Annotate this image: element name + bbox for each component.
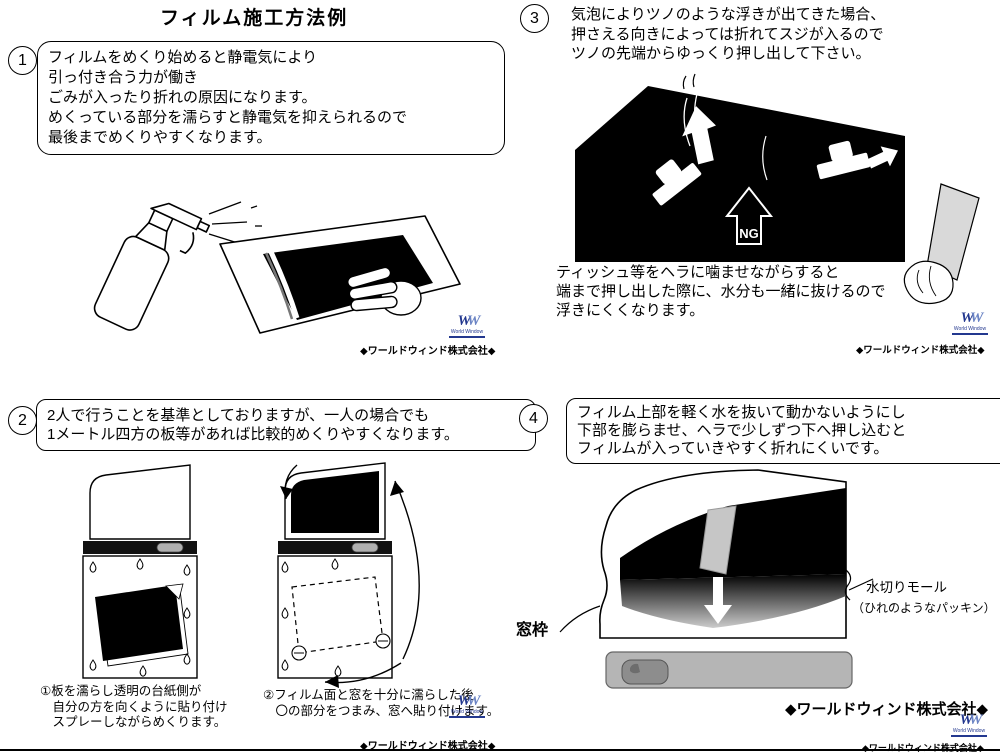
step-3-line: 押さえる向きによっては折れてスジが入るので xyxy=(571,25,884,43)
world-window-logo: WW World Window xyxy=(449,694,485,718)
world-window-logo: WW World Window xyxy=(952,311,988,335)
door-illustration-1 xyxy=(82,464,198,679)
logo-w2: W xyxy=(467,693,480,709)
logo-subtext: World Window xyxy=(952,728,986,734)
molding-sublabel: （ひれのようなパッキン） xyxy=(852,601,996,615)
caption-1: ①板を濡らし透明の台紙側が 自分の方を向くように貼り付け スプレーしながらめくり… xyxy=(40,684,228,731)
step-3-note-line: 浮きにくくなります。 xyxy=(556,302,705,319)
step-2-note-box: 2人で行うことを基準としておりますが、一人の場合でも 1メートル四方の板等があれ… xyxy=(36,399,536,451)
caption-2-line: 〇の部分をつまみ、窓へ貼り付けます。 xyxy=(263,703,500,718)
squeegee-icon xyxy=(816,140,871,180)
world-window-logo: WW World Window xyxy=(951,713,987,737)
step-4-line: 下部を膨らませ、ヘラで少しずつ下へ押し込むと xyxy=(577,422,907,439)
ng-arrow: NG xyxy=(724,186,774,245)
molding-fin xyxy=(844,569,852,601)
logo-subtext: World Window xyxy=(450,709,484,715)
step-3-note-line: ティッシュ等をヘラに噛ませながらすると xyxy=(556,264,840,281)
step-3-line: 気泡によりツノのような浮きが出てきた場合、 xyxy=(571,6,886,23)
logo-bar xyxy=(449,716,485,718)
door-handle xyxy=(621,659,669,685)
step-4-line: フィルムが入っていきやすく折れにくいです。 xyxy=(577,440,889,457)
door-handle xyxy=(156,542,184,553)
step-1-illustration xyxy=(93,201,461,334)
step-2-illustration xyxy=(82,462,420,688)
squeegee-icon xyxy=(699,505,737,575)
step-4-note-box: フィルム上部を軽く水を抜いて動かないようにし 下部を膨らませ、ヘラで少しずつ下へ… xyxy=(566,398,1000,464)
caption-1-line: スプレーしながらめくります。 xyxy=(40,715,227,729)
step-4-line: フィルム上部を軽く水を抜いて動かないようにし xyxy=(577,404,906,421)
company-name-bold: ◆ワールドウィンド株式会社◆ xyxy=(785,701,989,718)
window-frame-leader xyxy=(559,605,601,633)
push-down-arrow xyxy=(704,577,732,624)
film-fold-corner xyxy=(165,583,184,600)
company-name: ◆ワールドウィンド株式会社◆ xyxy=(856,345,985,356)
logo-subtext: World Window xyxy=(953,326,987,332)
logo-w2: W xyxy=(970,310,983,326)
flip-arrows xyxy=(280,464,420,688)
logo-w1: W xyxy=(457,693,471,709)
logo-w1: W xyxy=(960,310,974,326)
step-3-illustration: NG xyxy=(575,73,980,305)
logo-w1: W xyxy=(959,712,973,728)
push-up-arrow xyxy=(682,106,716,165)
step-2-number: 2 xyxy=(8,406,37,435)
step-1-note-box: フィルムをめくり始めると静電気により 引っ付き合う力が働き ごみが入ったり折れの… xyxy=(37,41,505,155)
logo-w2: W xyxy=(969,712,982,728)
spray-bottle-icon xyxy=(93,202,211,331)
logo-subtext: World Window xyxy=(450,329,484,335)
step-1-line: めくっている部分を濡らすと静電気を抑えられるので xyxy=(48,109,407,126)
company-name: ◆ワールドウィンド株式会社◆ xyxy=(360,741,496,752)
step-2-line: 1メートル四方の板等があれば比較的めくりやすくなります。 xyxy=(47,426,459,443)
molding-label: 水切りモール xyxy=(866,580,947,595)
company-name: ◆ワールドウィンド株式会社◆ xyxy=(862,743,984,752)
squeegee-icon xyxy=(652,159,702,206)
film-dark-area xyxy=(95,585,183,661)
film-fade-edge xyxy=(620,574,846,628)
step-1-number: 1 xyxy=(8,46,37,75)
door-film-illustration xyxy=(559,469,874,689)
step-1-line: フィルムをめくり始めると静電気により xyxy=(48,49,318,66)
step-3-line: ツノの先端からゆっくり押し出して下さい。 xyxy=(571,45,871,62)
logo-bar xyxy=(951,735,987,737)
step-1-line: 引っ付き合う力が働き xyxy=(48,69,199,86)
step-3-number: 3 xyxy=(520,4,549,33)
door-handle xyxy=(351,542,379,553)
step-1-line: ごみが入ったり折れの原因になります。 xyxy=(48,89,317,106)
film-dark-area xyxy=(620,488,846,580)
window-frame-label: 窓枠 xyxy=(516,622,549,639)
logo-bar xyxy=(449,336,485,338)
company-name: ◆ワールドウィンド株式会社◆ xyxy=(360,346,496,357)
door-illustration-2 xyxy=(277,462,420,688)
squeegee-with-tissue xyxy=(903,183,980,305)
logo-bar xyxy=(952,333,988,335)
caption-2-line: ②フィルム面と窓を十分に濡らした後 xyxy=(263,688,474,702)
ng-label: NG xyxy=(739,226,759,241)
step-4-number: 4 xyxy=(519,404,548,433)
page-bottom-rule xyxy=(0,749,1000,751)
door-panel xyxy=(277,555,393,679)
hand-icon xyxy=(347,266,422,316)
step-3-note-line: 端まで押し出した際に、水分も一緒に抜けるので xyxy=(556,283,886,300)
logo-w1: W xyxy=(457,313,471,329)
film-dark-area xyxy=(263,235,433,320)
page-title: フィルム施工方法例 xyxy=(160,8,349,29)
push-right-arrow xyxy=(866,146,899,169)
film-dark-area xyxy=(291,471,379,533)
caption-2: ②フィルム面と窓を十分に濡らした後 〇の部分をつまみ、窓へ貼り付けます。 xyxy=(263,688,499,719)
logo-w2: W xyxy=(467,313,480,329)
step-1-line: 最後までめくりやすくなります。 xyxy=(48,129,272,146)
step-4-illustration xyxy=(559,469,874,689)
world-window-logo: WW World Window xyxy=(449,314,485,338)
caption-1-line: ①板を濡らし透明の台紙側が xyxy=(40,684,202,698)
step-3-text: 気泡によりツノのような浮きが出てきた場合、 押さえる向きによっては折れてスジが入… xyxy=(571,5,885,64)
step-2-line: 2人で行うことを基準としておりますが、一人の場合でも xyxy=(47,407,430,424)
step-3-note: ティッシュ等をヘラに噛ませながらすると 端まで押し出した際に、水分も一緒に抜ける… xyxy=(556,263,886,320)
molding-leader xyxy=(848,578,874,591)
window-film-black xyxy=(575,86,905,262)
caption-1-line: 自分の方を向くように貼り付け xyxy=(40,699,228,714)
film-sheet xyxy=(219,215,461,334)
